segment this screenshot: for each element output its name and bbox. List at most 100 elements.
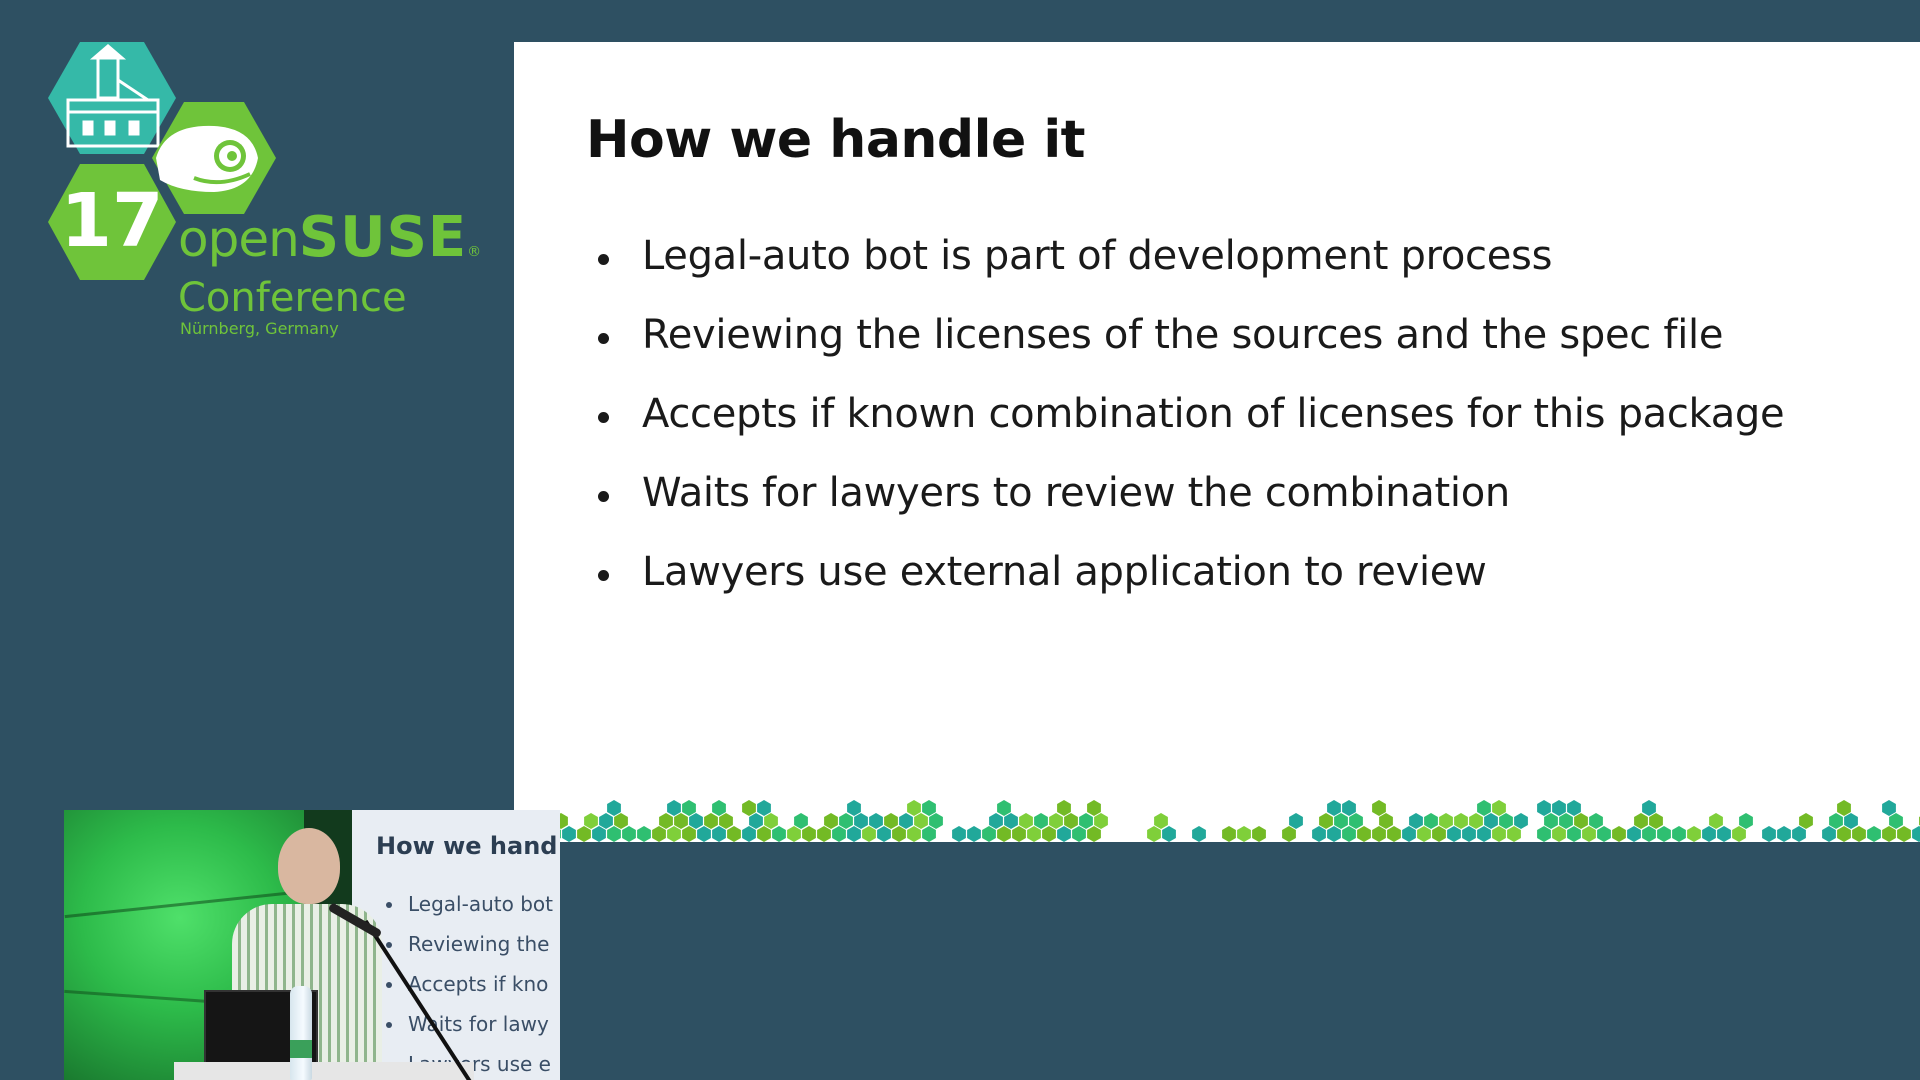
pattern-hexagon xyxy=(922,826,936,842)
pattern-hexagon xyxy=(1439,813,1453,829)
pattern-hexagon xyxy=(1642,800,1656,816)
pattern-hexagon xyxy=(1912,826,1920,842)
slide-bullet: Reviewing the licenses of the sources an… xyxy=(598,311,1784,390)
pattern-hexagon xyxy=(877,826,891,842)
hexagon-emblem: 17 xyxy=(48,42,276,280)
castle-icon xyxy=(66,44,160,148)
pattern-hexagon xyxy=(652,826,666,842)
pattern-hexagon xyxy=(1447,826,1461,842)
pattern-hexagon xyxy=(1837,826,1851,842)
pattern-hexagon xyxy=(1657,826,1671,842)
pattern-hexagon xyxy=(1417,826,1431,842)
pattern-hexagon xyxy=(1649,813,1663,829)
edition-hexagon xyxy=(48,164,176,280)
pattern-hexagon xyxy=(1492,826,1506,842)
pattern-hexagon xyxy=(787,826,801,842)
pattern-hexagon xyxy=(847,826,861,842)
pattern-hexagon xyxy=(1634,813,1648,829)
pattern-hexagon xyxy=(1732,826,1746,842)
projected-bullet-list: Legal-auto bot Reviewing the Accepts if … xyxy=(386,892,553,1080)
pattern-hexagon xyxy=(1147,826,1161,842)
pattern-hexagon xyxy=(1627,826,1641,842)
pattern-hexagon xyxy=(1514,813,1528,829)
projected-bullet: Reviewing the xyxy=(386,932,553,972)
pattern-hexagon xyxy=(1064,813,1078,829)
pattern-hexagon xyxy=(584,813,598,829)
speaker-head xyxy=(278,828,340,904)
pattern-hexagon xyxy=(1672,826,1686,842)
pattern-hexagon xyxy=(1327,800,1341,816)
pattern-hexagon xyxy=(1829,813,1843,829)
bullet-dot-icon xyxy=(598,254,609,265)
pattern-hexagon xyxy=(1222,826,1236,842)
pattern-hexagon xyxy=(1612,826,1626,842)
pattern-hexagon xyxy=(742,800,756,816)
chameleon-icon xyxy=(156,125,258,192)
pattern-hexagon xyxy=(599,813,613,829)
pattern-hexagon xyxy=(614,813,628,829)
pattern-hexagon xyxy=(899,813,913,829)
pattern-hexagon xyxy=(1087,800,1101,816)
conference-logo: 17 openSUSE® Conference Nürnberg, German… xyxy=(44,40,484,350)
pattern-hexagon xyxy=(712,800,726,816)
pattern-hexagon xyxy=(704,813,718,829)
pattern-hexagon xyxy=(1484,813,1498,829)
pattern-hexagon xyxy=(914,813,928,829)
lectern xyxy=(174,1062,474,1080)
pattern-hexagon xyxy=(907,800,921,816)
pattern-hexagon xyxy=(1852,826,1866,842)
pattern-hexagon xyxy=(1552,826,1566,842)
pattern-hexagon xyxy=(862,826,876,842)
pattern-hexagon xyxy=(1574,813,1588,829)
pattern-hexagon xyxy=(1552,800,1566,816)
slide-bullet-text: Waits for lawyers to review the combinat… xyxy=(642,470,1510,516)
projected-bullet: Waits for lawy xyxy=(386,1012,553,1052)
event-name: Conference xyxy=(178,275,407,321)
pattern-hexagon xyxy=(607,800,621,816)
pattern-hexagon xyxy=(1057,826,1071,842)
slide-bullet: Accepts if known combination of licenses… xyxy=(598,390,1785,469)
pattern-hexagon xyxy=(764,813,778,829)
pattern-hexagon xyxy=(622,826,636,842)
bullet-dot-icon xyxy=(598,412,609,423)
pattern-hexagon xyxy=(712,826,726,842)
pattern-hexagon xyxy=(742,826,756,842)
projected-slide-title: How we hand xyxy=(376,832,558,860)
pattern-hexagon xyxy=(682,800,696,816)
pattern-hexagon xyxy=(1597,826,1611,842)
pattern-hexagon xyxy=(997,826,1011,842)
pattern-hexagon xyxy=(817,826,831,842)
event-location: Nürnberg, Germany xyxy=(180,319,339,338)
pattern-hexagon xyxy=(1342,826,1356,842)
pattern-hexagon xyxy=(1094,813,1108,829)
brand-open: open xyxy=(178,210,300,268)
pattern-hexagon xyxy=(1012,826,1026,842)
pattern-hexagon xyxy=(1432,826,1446,842)
pattern-hexagon xyxy=(749,813,763,829)
bullet-dot-icon xyxy=(598,491,609,502)
pattern-hexagon xyxy=(1559,813,1573,829)
slide-bullet-text: Reviewing the licenses of the sources an… xyxy=(642,312,1724,358)
pattern-hexagon xyxy=(1762,826,1776,842)
pattern-hexagon xyxy=(1822,826,1836,842)
pattern-hexagon xyxy=(772,826,786,842)
pattern-hexagon xyxy=(757,800,771,816)
pattern-hexagon xyxy=(577,826,591,842)
slide-bullet-text: Accepts if known combination of licenses… xyxy=(642,391,1785,437)
pattern-hexagon xyxy=(1034,813,1048,829)
pattern-hexagon xyxy=(982,826,996,842)
pattern-hexagon xyxy=(1372,826,1386,842)
pattern-hexagon xyxy=(697,826,711,842)
pattern-hexagon xyxy=(659,813,673,829)
pattern-hexagon xyxy=(1492,800,1506,816)
pattern-hexagon xyxy=(1072,826,1086,842)
pattern-hexagon xyxy=(824,813,838,829)
pattern-hexagon xyxy=(1477,826,1491,842)
pattern-hexagon xyxy=(1192,826,1206,842)
pattern-hexagon xyxy=(682,826,696,842)
pattern-hexagon xyxy=(1642,826,1656,842)
pattern-hexagon xyxy=(1567,826,1581,842)
slide-bullet-text: Lawyers use external application to revi… xyxy=(642,549,1487,595)
pattern-hexagon xyxy=(607,826,621,842)
pattern-hexagon xyxy=(1499,813,1513,829)
